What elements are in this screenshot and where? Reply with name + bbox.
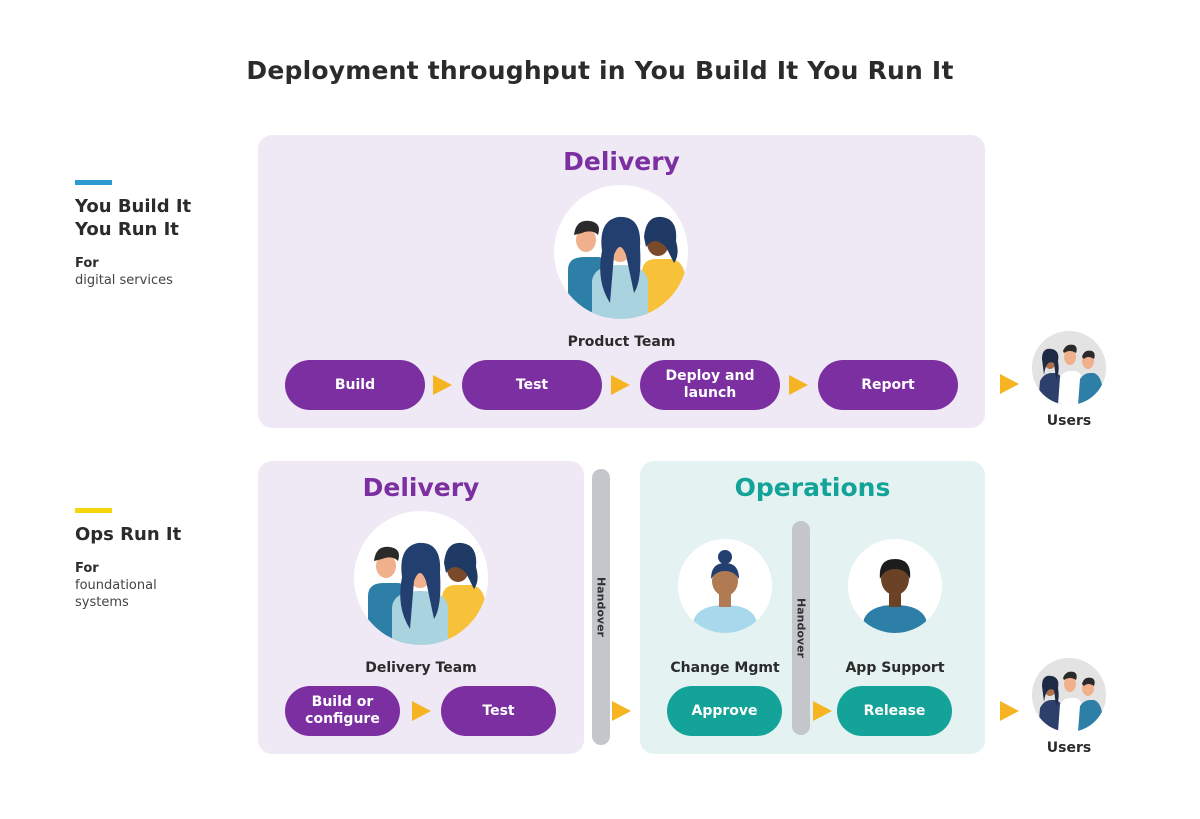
- for-text-line1: foundational: [75, 578, 157, 593]
- delivery-panel-ybiyri: Delivery Product Team Build Test Deploy …: [258, 135, 985, 428]
- report-step: Report: [818, 360, 958, 410]
- flow-arrow: [1000, 701, 1019, 721]
- change-mgmt-label: Change Mgmt: [670, 660, 780, 676]
- for-text-line2: systems: [75, 595, 129, 610]
- team-label: Product Team: [567, 334, 676, 350]
- release-step: Release: [837, 686, 952, 736]
- panel-title: Operations: [734, 473, 891, 502]
- row-heading: Ops Run It: [75, 524, 182, 545]
- users-group-icon: [1032, 331, 1106, 405]
- panel-title: Delivery: [563, 147, 680, 176]
- accent-bar: [75, 180, 112, 185]
- deploy-and-launch-step: Deploy and launch: [640, 360, 780, 410]
- for-label: For: [75, 256, 99, 271]
- users-label: Users: [1046, 413, 1092, 429]
- row-label-ybiyri: You Build It You Run It For digital serv…: [75, 180, 245, 289]
- row-heading-line1: You Build It: [75, 196, 192, 217]
- team-of-three-people-icon: [554, 185, 688, 319]
- man-icon: [848, 539, 942, 633]
- row-label-ops: Ops Run It For foundational systems: [75, 508, 245, 611]
- flow-arrow: [789, 375, 808, 395]
- flow-arrow: [433, 375, 452, 395]
- accent-bar: [75, 508, 112, 513]
- users-label: Users: [1046, 740, 1092, 756]
- page-title: Deployment throughput in You Build It Yo…: [246, 56, 954, 85]
- woman-with-bun-icon: [678, 539, 772, 633]
- team-of-three-people-icon: [354, 511, 488, 645]
- test-step: Test: [441, 686, 556, 736]
- flow-arrow: [813, 701, 832, 721]
- team-label: Delivery Team: [365, 660, 477, 676]
- handover-bar: Handover: [792, 521, 810, 735]
- handover-bar: Handover: [592, 469, 610, 745]
- app-support-label: App Support: [845, 660, 945, 676]
- for-label: For: [75, 561, 99, 576]
- flow-arrow: [612, 701, 631, 721]
- row-heading-line2: You Run It: [75, 219, 179, 240]
- for-text: digital services: [75, 273, 173, 288]
- approve-step: Approve: [667, 686, 782, 736]
- panel-title: Delivery: [362, 473, 480, 502]
- flow-arrow: [1000, 374, 1019, 394]
- build-or-configure-step: Build or configure: [285, 686, 400, 736]
- handover-label: Handover: [594, 577, 608, 637]
- users-group-icon: [1032, 658, 1106, 732]
- delivery-panel-ops: Delivery Delivery Team Build or configur…: [258, 461, 584, 754]
- build-step: Build: [285, 360, 425, 410]
- operations-panel: Operations Change Mgmt Approve Handover …: [640, 461, 985, 754]
- handover-label: Handover: [794, 598, 808, 658]
- test-step: Test: [462, 360, 602, 410]
- flow-arrow: [611, 375, 630, 395]
- row-subtitle: For digital services: [75, 255, 245, 289]
- row-subtitle: For foundational systems: [75, 560, 245, 611]
- flow-arrow: [412, 701, 431, 721]
